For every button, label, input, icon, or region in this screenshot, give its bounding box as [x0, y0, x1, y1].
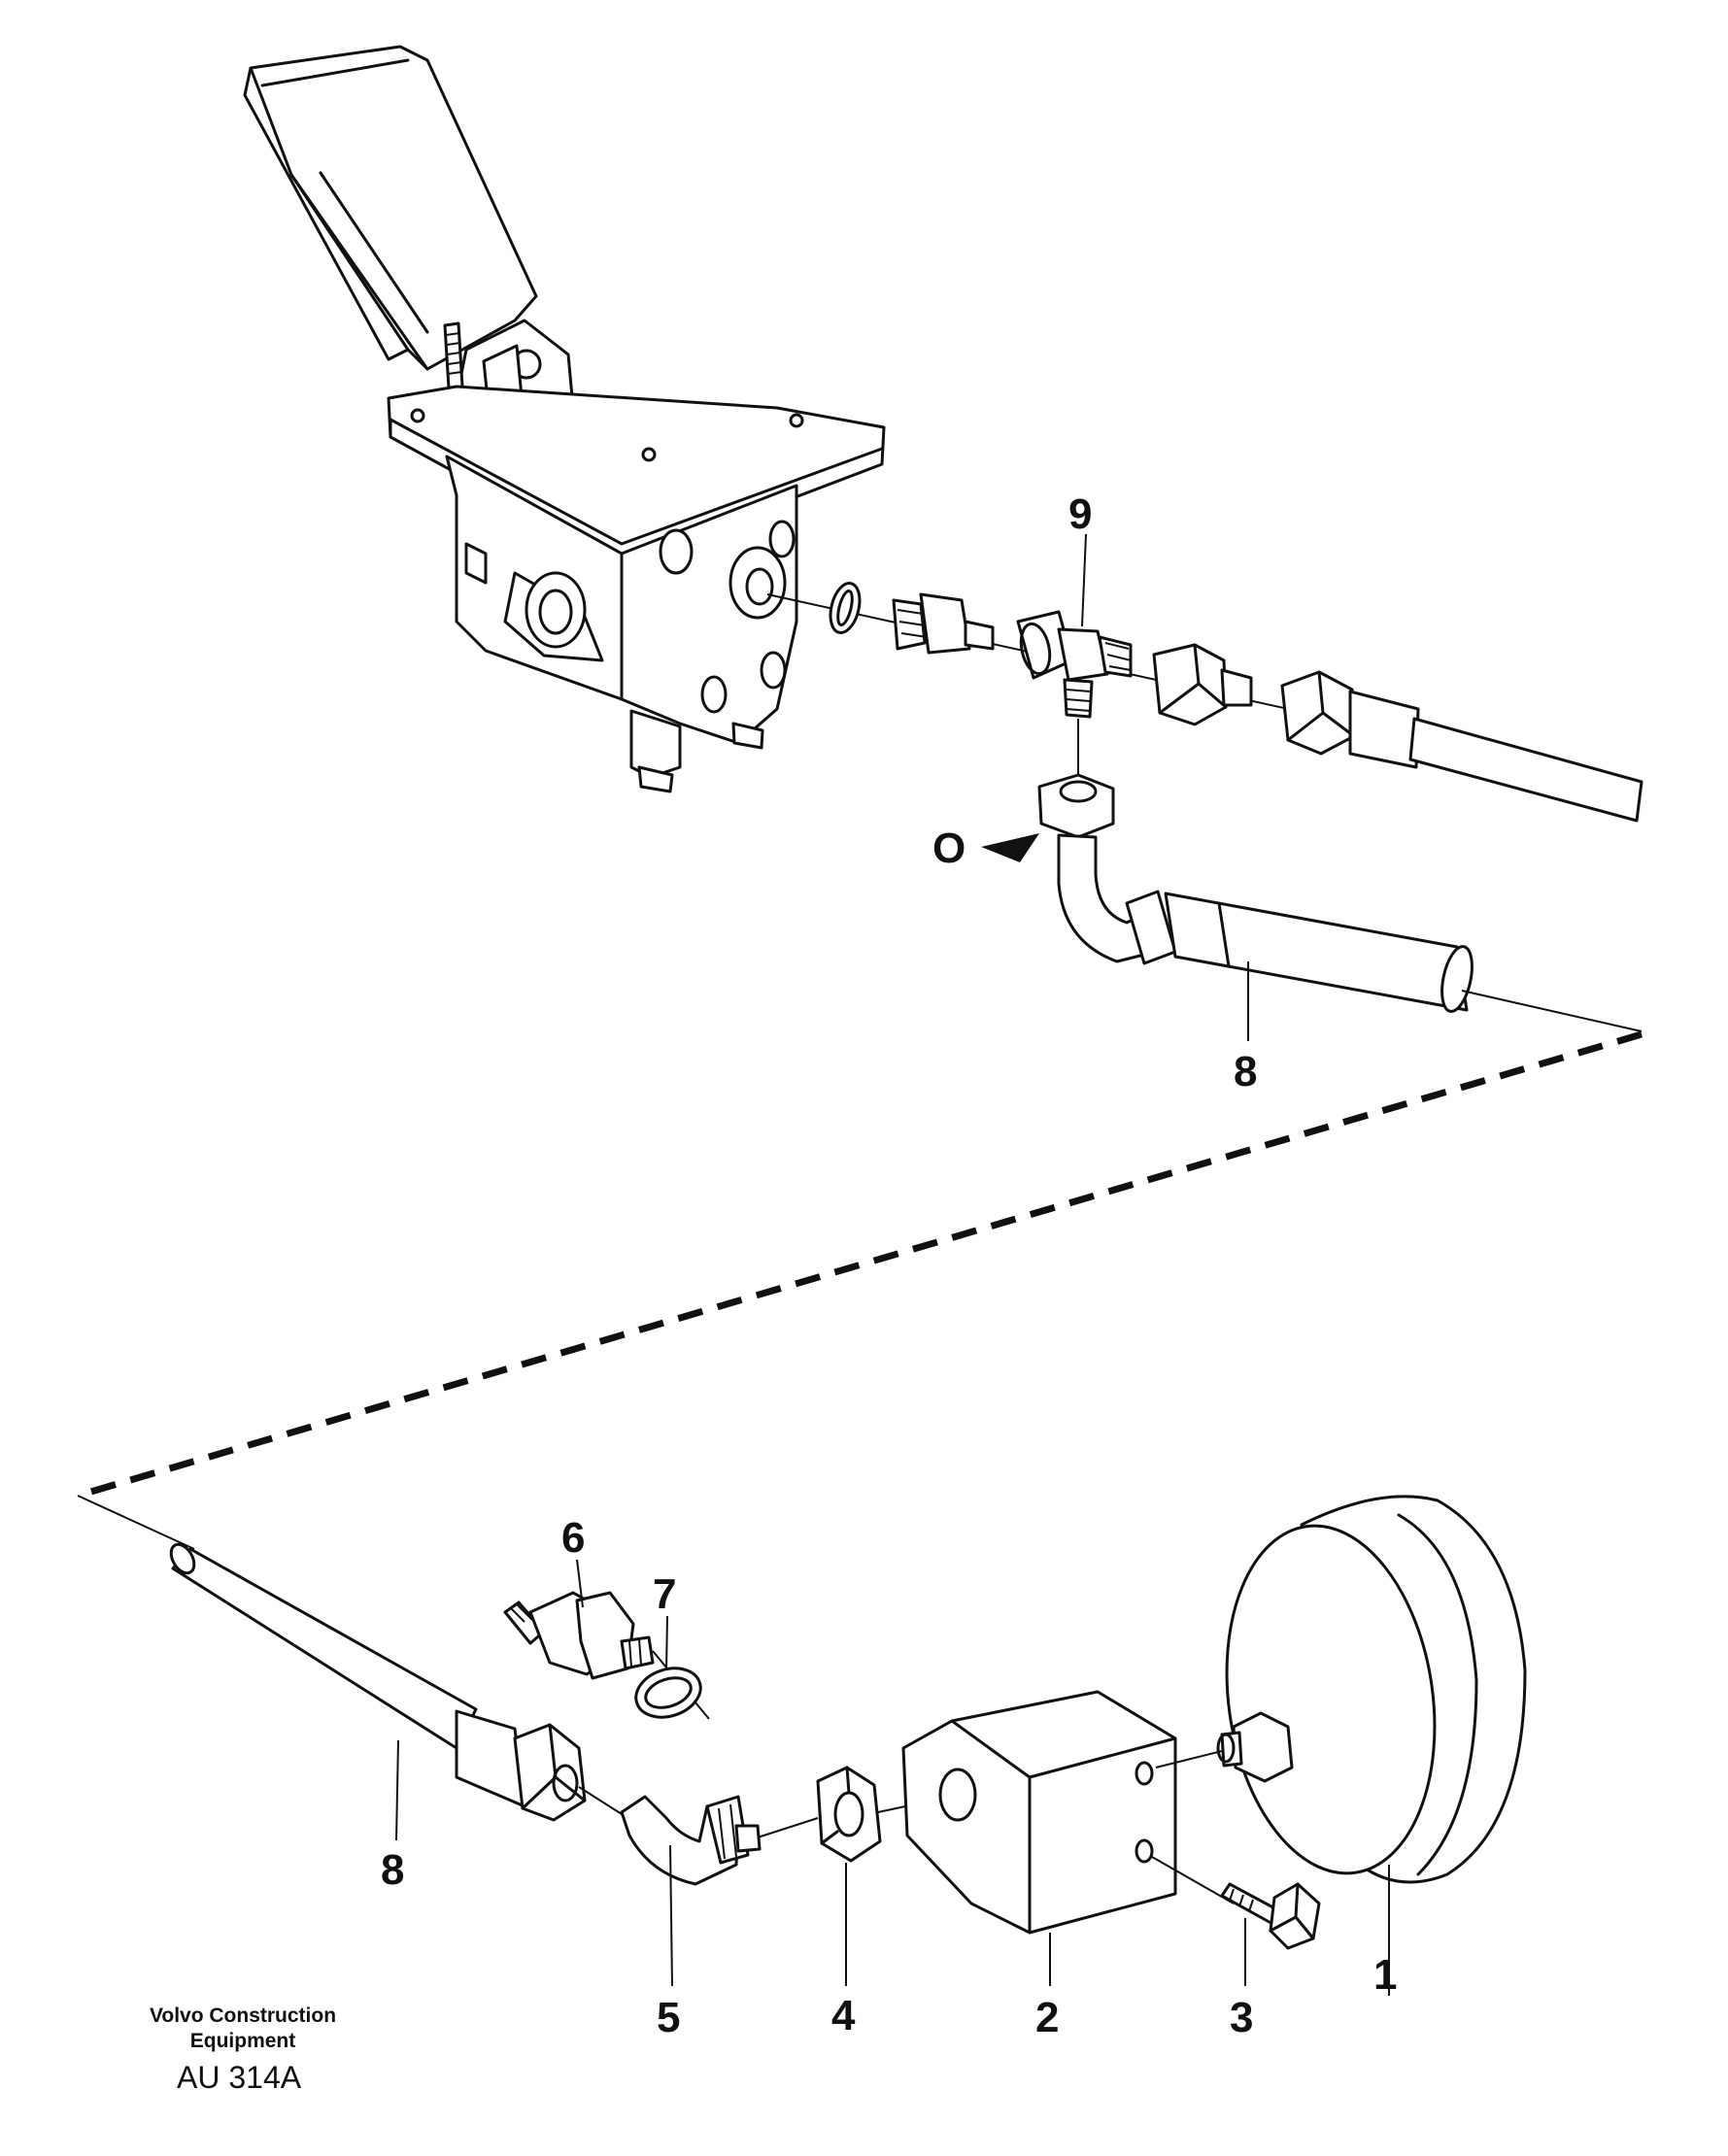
o-ring-seal: [634, 1667, 702, 1719]
upper-fittings: [766, 582, 1643, 823]
elbow-hose-upper: [981, 719, 1643, 1032]
leader-lines: [395, 533, 1390, 1996]
callout-7: 7: [653, 1570, 676, 1618]
pressure-switch: [503, 1591, 710, 1720]
elbow-fitting: [620, 1795, 819, 1886]
callout-8-top: 8: [1234, 1048, 1257, 1095]
accumulator: [1216, 1495, 1527, 1884]
lower-hose: [169, 1542, 623, 1822]
footer-brand-line1: Volvo Construction: [150, 2004, 336, 2027]
callout-5: 5: [657, 1994, 680, 2041]
arrow-marker-icon: [981, 833, 1039, 862]
callout-6: 6: [561, 1514, 585, 1562]
callout-9: 9: [1068, 490, 1092, 538]
bolt: [1220, 1882, 1321, 1950]
mounting-bracket: [901, 1690, 1254, 1935]
callout-4: 4: [831, 1992, 856, 2039]
continuation-dashed-line: [77, 1030, 1643, 1499]
callout-2: 2: [1035, 1994, 1059, 2041]
callout-1: 1: [1373, 1951, 1397, 1999]
callout-8-bottom: 8: [381, 1846, 404, 1894]
callout-o: O: [932, 825, 966, 872]
brake-pedal-valve: [243, 45, 886, 793]
callout-3: 3: [1230, 1994, 1253, 2041]
footer-brand-line2: Equipment: [190, 2030, 296, 2052]
figure-code: AU 314A: [177, 2060, 302, 2095]
lock-nut: [816, 1766, 933, 1863]
